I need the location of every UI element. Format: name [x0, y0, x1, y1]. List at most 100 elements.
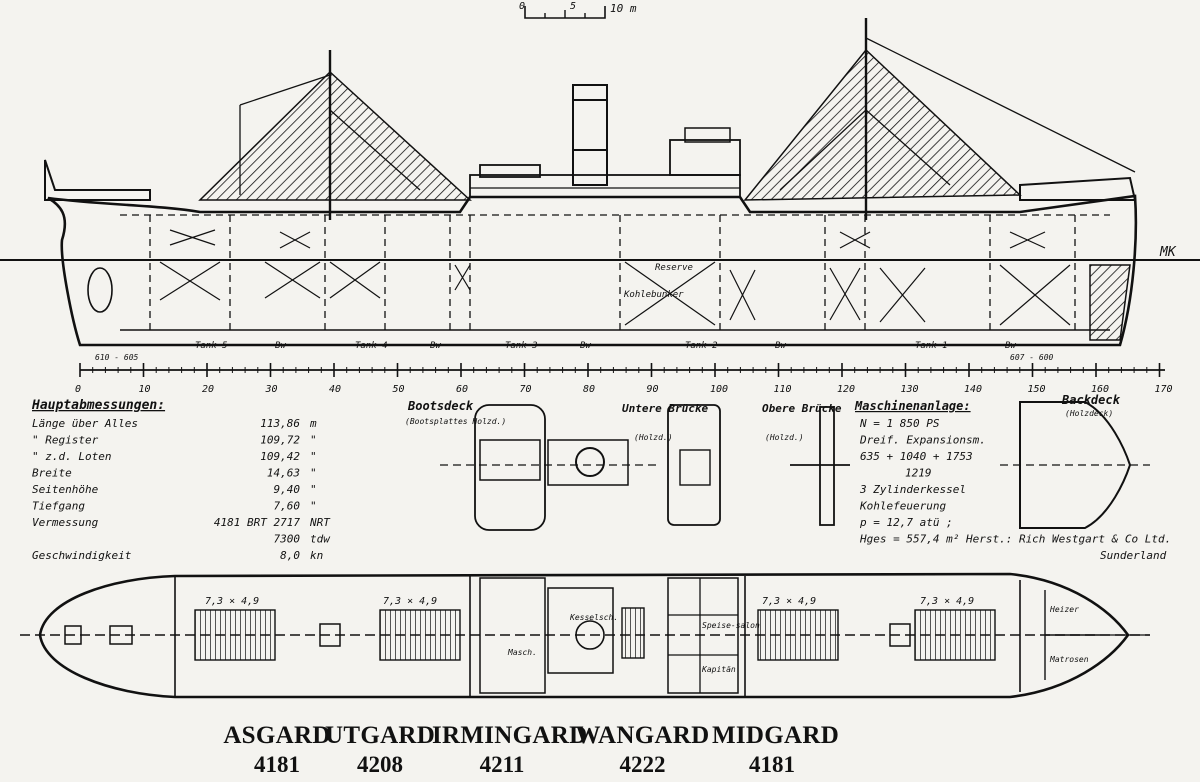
dimension-row: Breite 14,63 " [32, 467, 317, 480]
tank-label: Bw [580, 341, 591, 351]
ruler-tick-label: 140 [964, 384, 982, 395]
dimension-unit: NRT [309, 516, 331, 529]
tank-label: Tank 3 [505, 341, 538, 351]
tank-labels: Tank 5 Bw Tank 4 Bw Tank 3 Bw Tank 2 Bw … [95, 341, 1080, 362]
untere-brucke-label: Untere Brücke [622, 402, 708, 415]
dimension-unit: " [310, 500, 317, 513]
dimension-value: 113,86 [260, 417, 300, 430]
side-profile: MK Reserve Kohlebunker [0, 18, 1200, 347]
dimension-row: Vermessung 4181 BRT 2717 NRT [32, 516, 331, 529]
machinery-line: Dreif. Expansionsm. [859, 434, 986, 447]
dimension-value: 7300 [274, 533, 301, 546]
backdeck-sub-label: (Holzdeck) [1065, 409, 1113, 418]
ruler-tick-label: 70 [520, 384, 532, 395]
ship-irmingard: IRMINGARD 4211 [432, 722, 587, 778]
machinery-line: p = 12,7 atü ; [859, 516, 953, 529]
plan-room-label: Kesselsch. [569, 613, 618, 622]
dimension-unit: kn [310, 549, 323, 562]
ruler-tick-label: 20 [202, 384, 214, 395]
hatch-size-label: 7,3 × 4,9 [205, 596, 259, 607]
dimension-row: Länge über Alles 113,86 m [32, 417, 317, 430]
hatch-engine [621, 607, 645, 659]
ship-tonnage: 4222 [619, 752, 666, 777]
ruler-tick-label: 100 [710, 384, 728, 395]
dimension-unit: m [309, 417, 317, 430]
hatch-no1 [914, 609, 996, 661]
cargo-cross [829, 267, 861, 321]
tank-label: Bw [775, 341, 786, 351]
machinery-line: Kohlefeuerung [859, 500, 946, 513]
plan-room-label: Matrosen [1049, 655, 1089, 664]
dimension-value: 8,0 [280, 549, 300, 562]
untere-sub-label: (Holzd.) [634, 433, 673, 442]
ruler-tick-label: 40 [329, 384, 341, 395]
dimension-row: Geschwindigkeit 8,0 kn [32, 549, 323, 562]
dimension-label: Länge über Alles [32, 417, 138, 430]
machinery-line: N = 1 850 PS [859, 417, 940, 430]
forecastle [1019, 176, 1137, 201]
tween-cross [279, 231, 311, 249]
ruler-tick-label: 0 [75, 384, 81, 395]
bootsdeck-sub-label: (Bootsplattes Holzd.) [405, 417, 506, 426]
cargo-cross [159, 261, 221, 301]
ruler-tick-label: 60 [456, 384, 468, 395]
plan-room-label: Kapitän [701, 665, 736, 674]
obere-brucke-plan [819, 406, 835, 526]
reserve-label: Reserve [655, 263, 693, 273]
ruler-tick-label: 170 [1155, 384, 1173, 395]
hatch-no2 [757, 609, 839, 661]
ruler-tick-label: 80 [583, 384, 595, 395]
cargo-cross [999, 264, 1071, 326]
dimension-label: " Register [32, 434, 99, 447]
ship-name: MIDGARD [712, 722, 840, 749]
dimension-value: 109,42 [260, 450, 300, 463]
dimension-value: 14,63 [267, 467, 300, 480]
ship-wangard: WANGARD 4222 [570, 722, 715, 778]
tank-label: Tank 1 [915, 341, 948, 351]
machinery-data: Maschinenanlage: N = 1 850 PS Dreif. Expa… [854, 399, 1171, 562]
plan-room-label: Masch. [507, 648, 537, 657]
dimension-label: Tiefgang [32, 500, 85, 513]
ruler-tick-label: 120 [837, 384, 855, 395]
ship-tonnage: 4208 [357, 752, 403, 777]
dimension-value: 4181 BRT 2717 [214, 516, 300, 529]
frame-right-label: 607 - 600 [1010, 353, 1054, 362]
tank-label: Tank 2 [685, 341, 718, 351]
machinery-line: 635 + 1040 + 1753 [860, 450, 973, 463]
dimension-unit: " [310, 483, 317, 496]
hatch-no4 [379, 609, 461, 661]
ship-name: UTGARD [325, 722, 436, 749]
scale-ten: 10 m [610, 2, 637, 15]
tween-cross [839, 231, 871, 249]
dimension-label: Geschwindigkeit [32, 549, 132, 562]
tank-label: Bw [275, 341, 286, 351]
dimension-label: Vermessung [32, 516, 99, 529]
dimension-value: 9,40 [274, 483, 301, 496]
hatch-size-label: 7,3 × 4,9 [920, 596, 974, 607]
dimension-value: 109,72 [260, 434, 300, 447]
tween-cross [169, 229, 216, 246]
tween-cross [1009, 231, 1046, 249]
scale-five: 5 [570, 1, 576, 12]
tank-label: Bw [1005, 341, 1016, 351]
cargo-cross [624, 261, 716, 326]
obere-sub-label: (Holzd.) [765, 433, 804, 442]
ship-name: WANGARD [575, 722, 710, 749]
ship-name: ASGARD [223, 722, 331, 749]
dimension-label: Breite [32, 467, 72, 480]
hatch-size-label: 7,3 × 4,9 [383, 596, 437, 607]
hatch-size-label: 7,3 × 4,9 [762, 596, 816, 607]
stern-deckhouse [44, 159, 151, 201]
cargo-cross [264, 261, 321, 299]
cargo-cross [729, 269, 756, 321]
machinery-heading: Maschinenanlage: [854, 399, 971, 413]
dimension-unit: " [310, 434, 317, 447]
cargo-cross [454, 264, 471, 291]
plan-room-label: Speise-salon [702, 621, 760, 630]
dimension-unit: " [310, 467, 317, 480]
machinery-line: Sunderland [1100, 549, 1167, 562]
cargo-cross [879, 267, 926, 323]
